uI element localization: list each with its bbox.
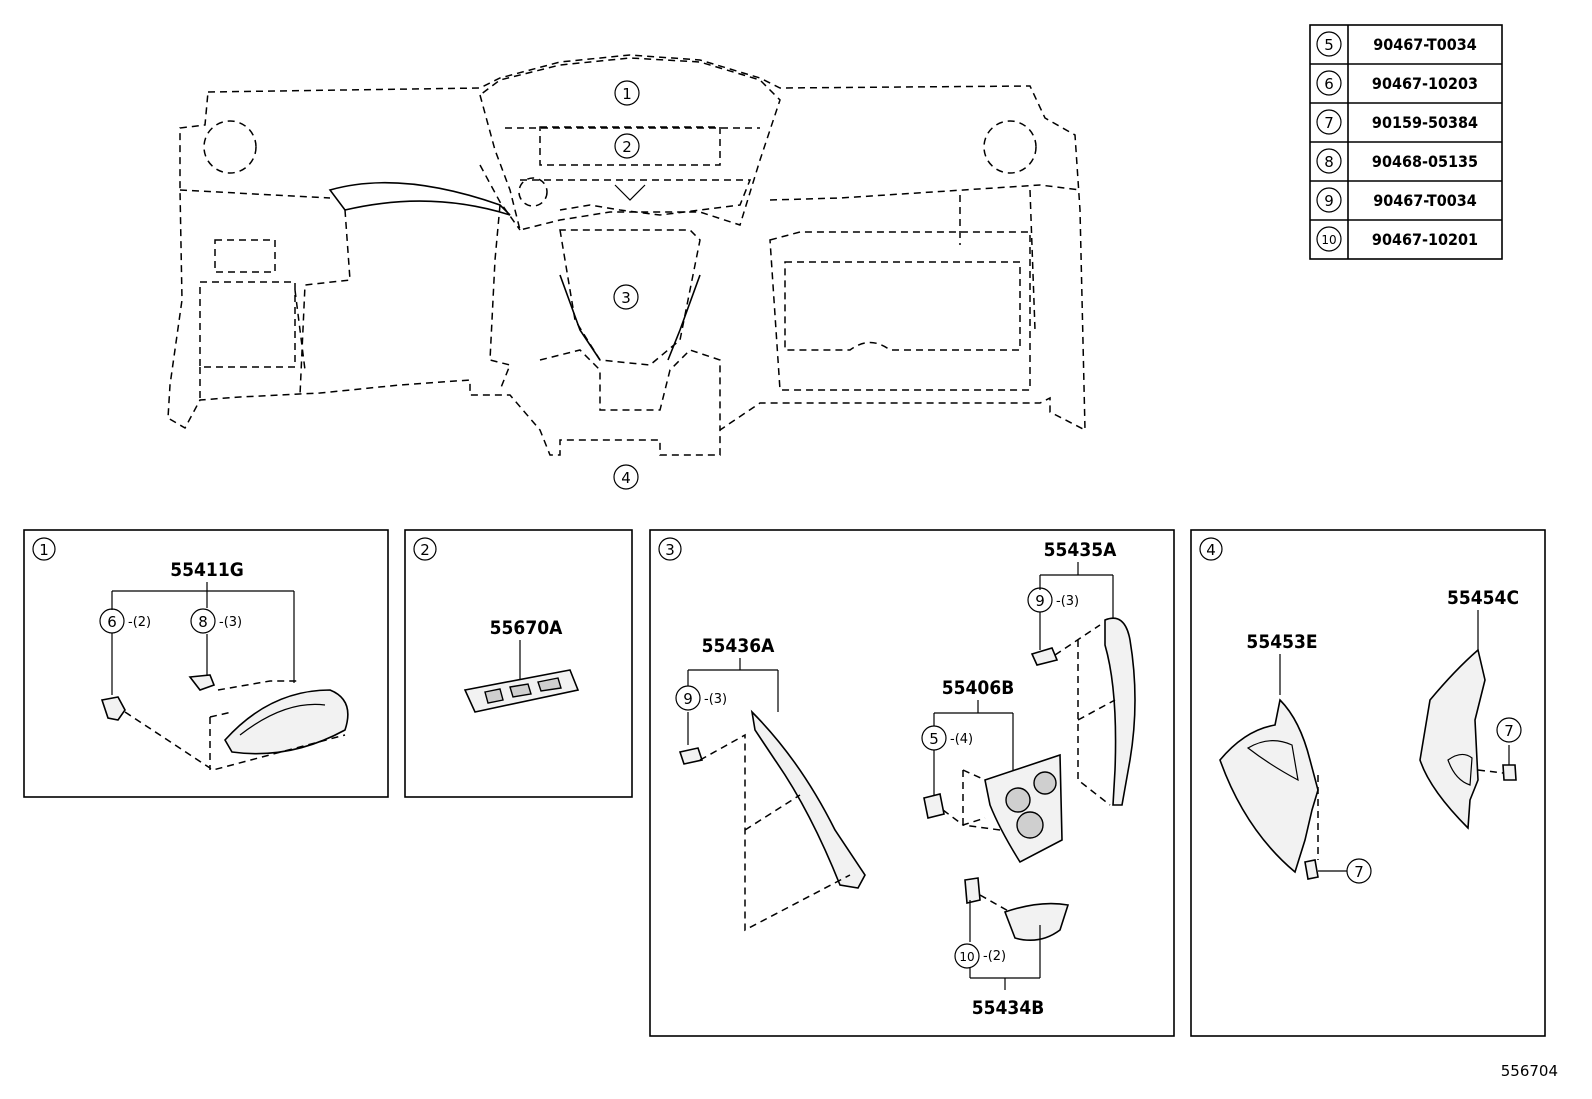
right-vent-outline — [983, 120, 1037, 174]
callout-4: 4 — [621, 469, 631, 487]
table-row: 7 90159-50384 — [1316, 109, 1478, 135]
svg-text:9: 9 — [683, 690, 693, 708]
table-row: 5 90467-T0034 — [1316, 31, 1477, 57]
table-row: 10 90467-10201 — [1316, 226, 1478, 252]
fastener-table: 5 90467-T0034 6 90467-10203 7 90159-5038… — [1309, 24, 1503, 260]
callout-1: 1 — [622, 85, 632, 103]
table-row: 6 90467-10203 — [1316, 70, 1478, 96]
svg-text:5: 5 — [1324, 36, 1334, 54]
svg-text:7: 7 — [1354, 863, 1364, 881]
panel-2-marker: 2 — [420, 541, 430, 559]
part-label-55434B: 55434B — [972, 997, 1045, 1019]
svg-text:7: 7 — [1324, 114, 1334, 132]
svg-text:-(2): -(2) — [983, 949, 1006, 964]
svg-text:90467-T0034: 90467-T0034 — [1373, 191, 1477, 210]
panel-2: 2 55670A — [404, 529, 633, 798]
svg-text:-(4): -(4) — [950, 732, 973, 747]
panel-1-marker: 1 — [39, 541, 49, 559]
table-row: 8 90468-05135 — [1316, 148, 1478, 174]
svg-text:9: 9 — [1035, 592, 1045, 610]
overview-callouts: 1 2 3 4 — [613, 80, 640, 490]
clip-6 — [100, 696, 126, 721]
panel-1: 1 55411G 6 -(2) 8 -(3) — [23, 529, 389, 798]
panel-4: 4 55453E 7 55454C 7 — [1190, 529, 1546, 1037]
clip-8 — [188, 674, 216, 691]
svg-text:-(2): -(2) — [128, 615, 151, 630]
svg-text:10: 10 — [959, 950, 974, 964]
panel-3: 3 55436A 9 -(3) 55435A 9 -(3) 55406B 5 -… — [649, 529, 1175, 1037]
callout-2: 2 — [622, 138, 632, 156]
part-label-55406B: 55406B — [942, 677, 1015, 699]
meter-area-outline — [539, 126, 721, 166]
svg-text:8: 8 — [198, 613, 208, 631]
svg-text:5: 5 — [929, 730, 939, 748]
svg-text:90468-05135: 90468-05135 — [1372, 152, 1478, 171]
lower-panel-right-part — [1419, 648, 1486, 830]
part-label-55411G: 55411G — [170, 559, 244, 581]
svg-text:-(3): -(3) — [219, 615, 242, 630]
svg-text:8: 8 — [1324, 153, 1334, 171]
left-vent-outline — [203, 120, 257, 174]
figure-number: 556704 — [1501, 1062, 1558, 1080]
lower-panel-left-part — [1219, 698, 1319, 874]
svg-text:6: 6 — [107, 613, 117, 631]
side-trim-right-part — [1104, 617, 1136, 806]
panel-4-marker: 4 — [1206, 541, 1216, 559]
panel-3-marker: 3 — [665, 541, 675, 559]
svg-text:7: 7 — [1504, 722, 1514, 740]
svg-text:6: 6 — [1324, 75, 1334, 93]
svg-text:9: 9 — [1324, 192, 1334, 210]
part-label-55453E: 55453E — [1246, 631, 1317, 653]
part-label-55435A: 55435A — [1044, 539, 1117, 561]
svg-text:-(3): -(3) — [704, 692, 727, 707]
dashboard-overview — [167, 54, 1086, 456]
lower-trim-part — [1003, 902, 1070, 941]
svg-text:90467-10201: 90467-10201 — [1372, 230, 1478, 249]
svg-text:-(3): -(3) — [1056, 594, 1079, 609]
svg-text:10: 10 — [1321, 233, 1336, 247]
table-row: 9 90467-T0034 — [1316, 187, 1477, 213]
side-trim-left-part — [750, 709, 866, 889]
svg-text:90159-50384: 90159-50384 — [1372, 113, 1478, 132]
part-label-55436A: 55436A — [702, 635, 775, 657]
part-label-55454C: 55454C — [1447, 587, 1519, 609]
meter-hood-part — [224, 689, 349, 755]
part-label-55670A: 55670A — [490, 617, 563, 639]
svg-text:90467-10203: 90467-10203 — [1372, 74, 1478, 93]
callout-3: 3 — [621, 289, 631, 307]
svg-text:90467-T0034: 90467-T0034 — [1373, 35, 1477, 54]
